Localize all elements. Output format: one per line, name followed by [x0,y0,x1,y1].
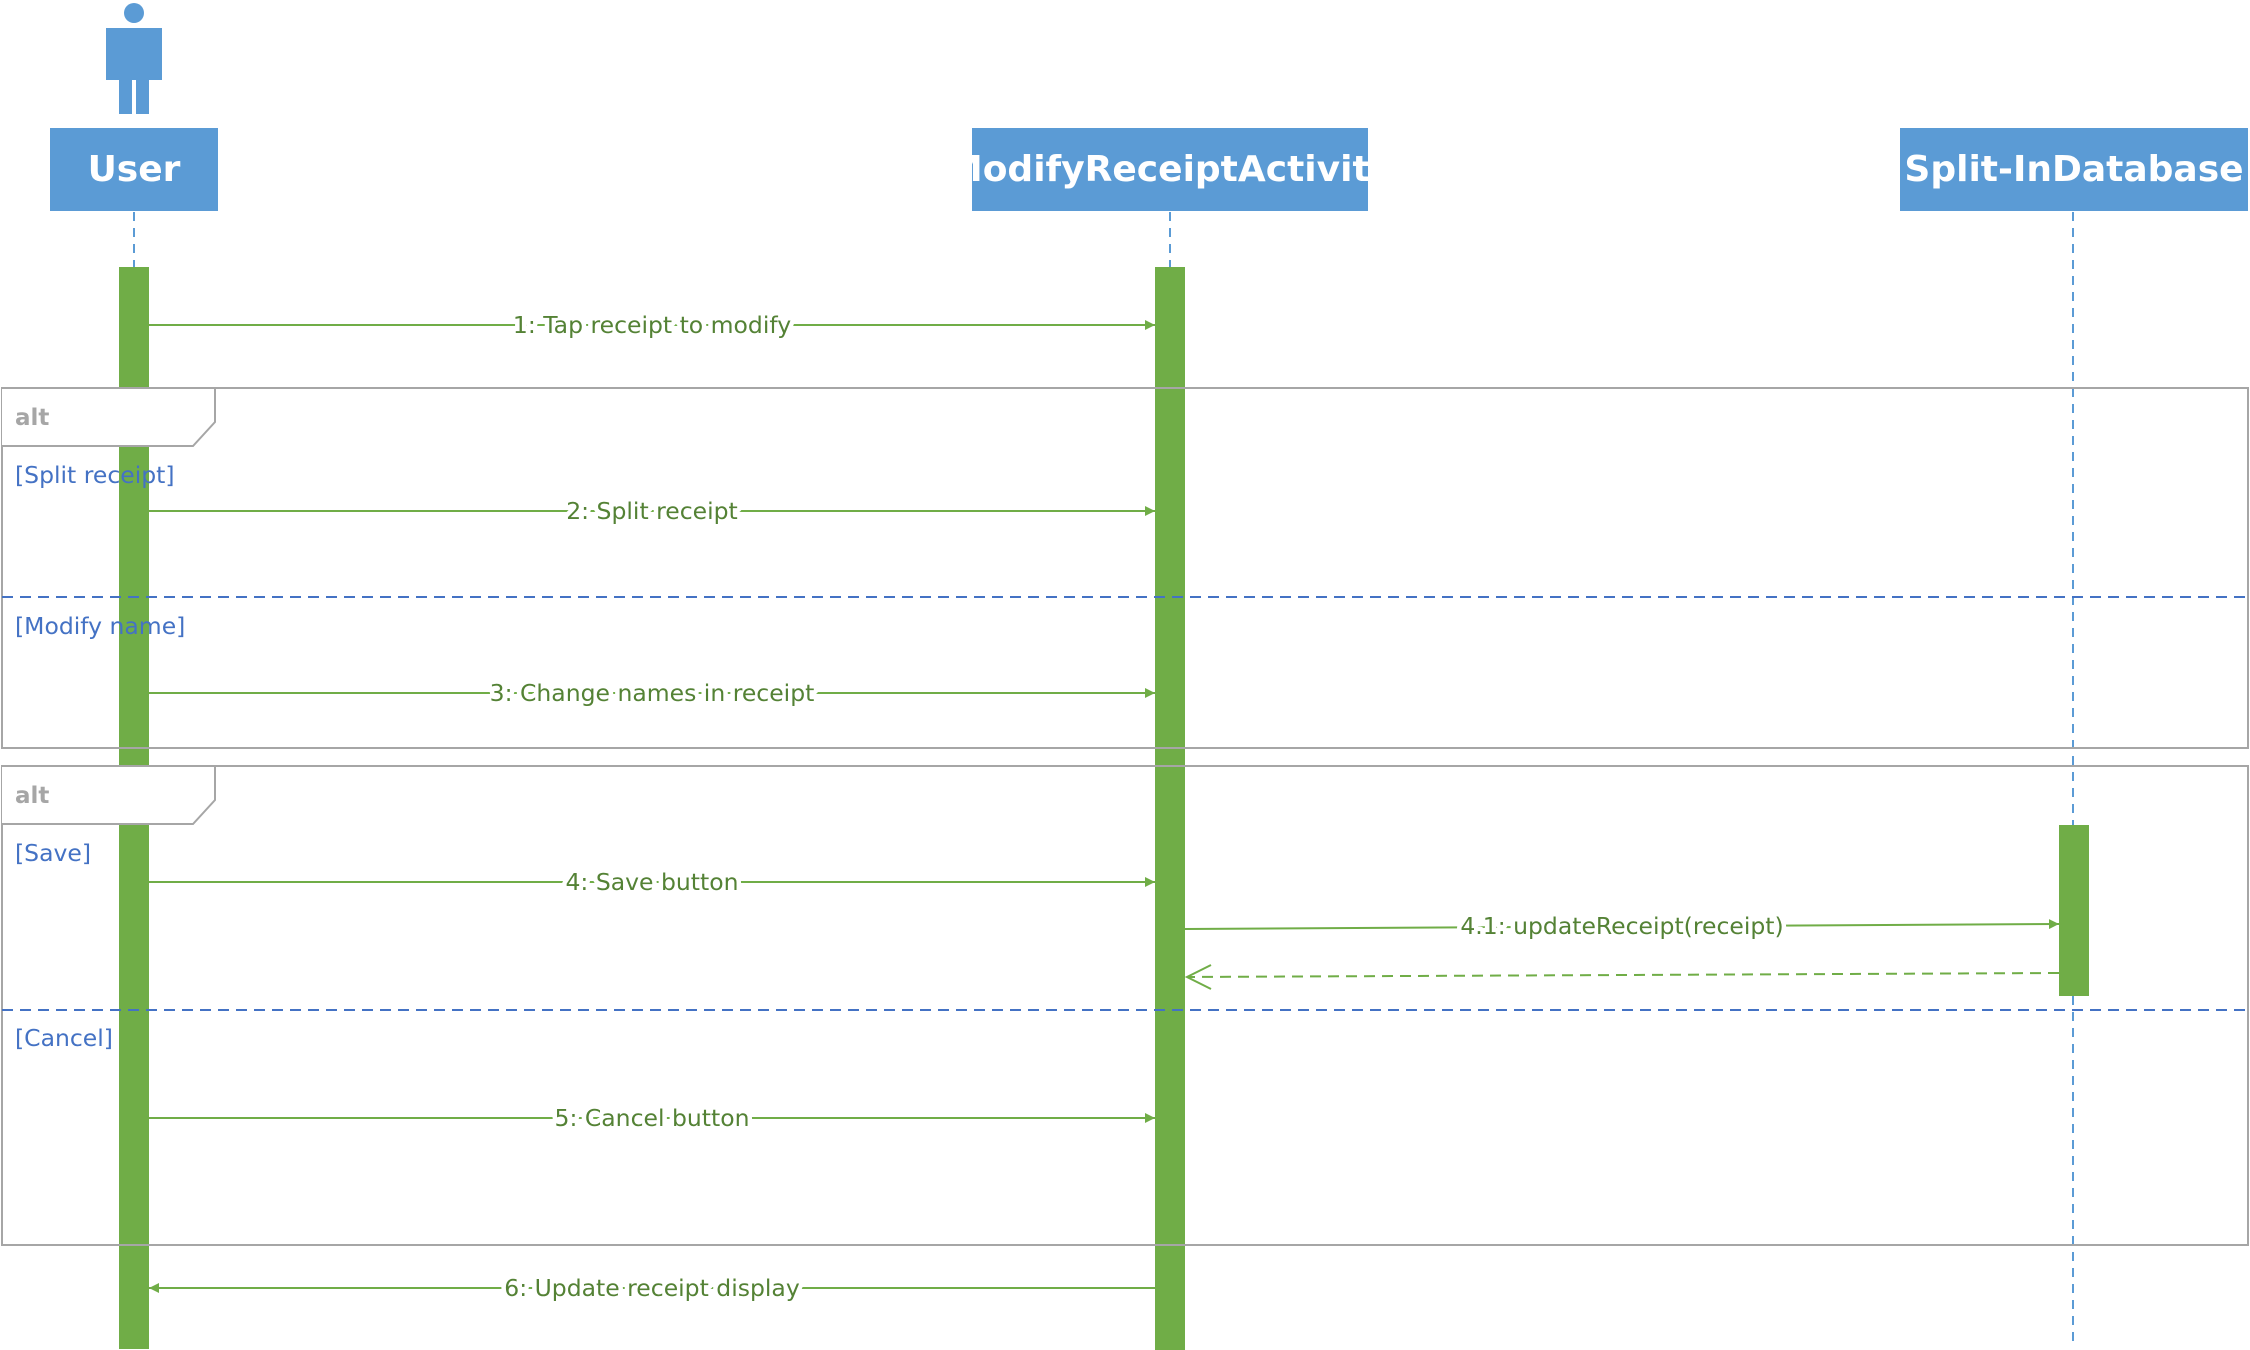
message-4: 4: Save button [149,864,1155,901]
guard-split-receipt: [Split receipt] [15,461,175,489]
guard-save: [Save] [15,839,91,867]
alt-fragment-2-operator: alt [15,783,49,809]
participant-user-label: User [88,149,181,190]
guard-modify-name: [Modify name] [15,612,185,640]
message-5-label: 5: Cancel button [555,1104,750,1132]
message-2: 2: Split receipt [149,493,1155,530]
message-3-label: 3: Change names in receipt [490,679,815,707]
message-4-1-label: 4.1: updateReceipt(receipt) [1460,912,1783,940]
message-4-1: 4.1: updateReceipt(receipt) [1184,908,2060,945]
message-5: 5: Cancel button [149,1100,1155,1137]
actor-icon [106,3,162,114]
message-1-label: 1: Tap receipt to modify [513,311,791,339]
message-4-label: 4: Save button [565,868,738,896]
participant-user: User [50,128,218,211]
alt-fragment-1-operator: alt [15,405,49,431]
participant-activity: ModifyReceiptActivity [947,128,1393,211]
message-6-label: 6: Update receipt display [504,1274,800,1302]
message-1: 1: Tap receipt to modify [149,307,1155,344]
participant-db-label: Split-InDatabase [1904,149,2243,190]
alt-fragment-2: alt [Save] [Cancel] [1,765,2249,1246]
participant-db: Split-InDatabase [1900,128,2248,211]
message-6: 6: Update receipt display [149,1270,1155,1307]
return-message [1184,964,2060,990]
message-3: 3: Change names in receipt [149,675,1155,712]
alt-fragment-1: alt [Split receipt] [Modify name] [1,387,2249,749]
activation-activity [1155,267,1185,1350]
message-2-label: 2: Split receipt [566,497,738,525]
guard-cancel: [Cancel] [15,1024,113,1052]
activation-db [2059,825,2089,996]
participant-activity-label: ModifyReceiptActivity [947,149,1393,190]
